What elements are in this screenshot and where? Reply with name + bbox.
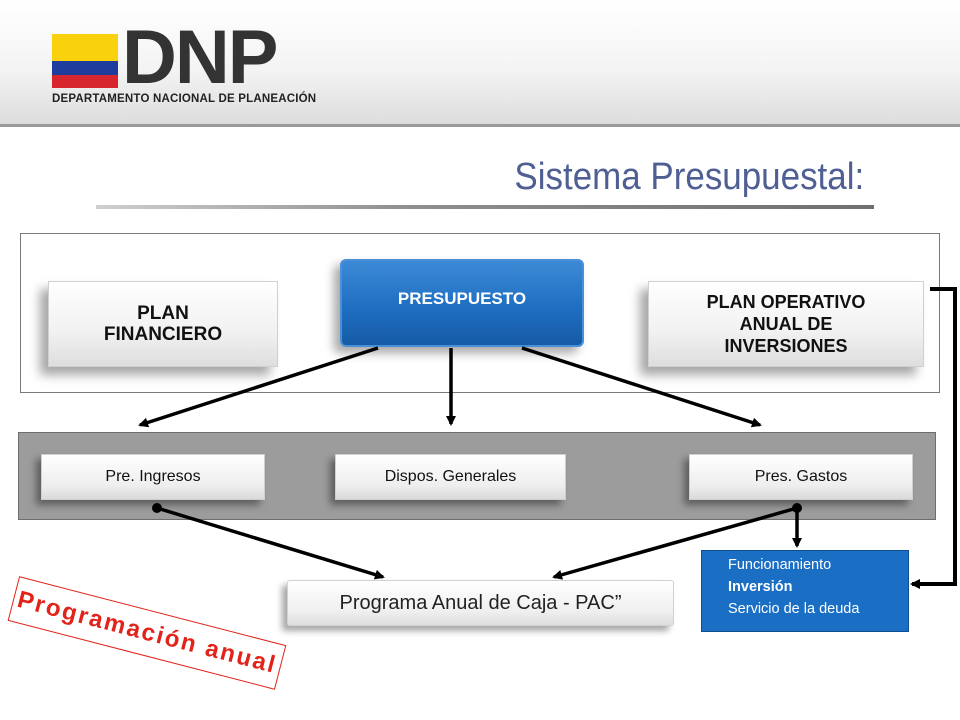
detail-servicio-deuda: Servicio de la deuda (728, 601, 860, 617)
plan-operativo-line-2: ANUAL DE (739, 314, 833, 334)
flag-blue-stripe (52, 61, 118, 75)
presupuesto-box: PRESUPUESTO (340, 259, 584, 347)
logo-text: DNP (122, 15, 278, 100)
plan-operativo-line-1: PLAN OPERATIVO (706, 292, 866, 312)
pres-gastos-box: Pres. Gastos (689, 454, 913, 500)
colombia-flag-logo (52, 34, 118, 88)
plan-financiero-line-2: FINANCIERO (103, 324, 223, 345)
plan-operativo-line-3: INVERSIONES (724, 336, 848, 356)
dispos-generales-box: Dispos. Generales (335, 454, 566, 500)
pac-box: Programa Anual de Caja - PAC” (287, 580, 674, 626)
title-underline (96, 205, 874, 209)
gastos-detail-box: Funcionamiento Inversión Servicio de la … (701, 550, 909, 632)
pre-ingresos-box: Pre. Ingresos (41, 454, 265, 500)
programacion-anual-stamp: Programación anual (7, 576, 287, 690)
plan-financiero-box: PLAN FINANCIERO (48, 281, 278, 367)
header-divider (0, 124, 960, 127)
plan-financiero-line-1: PLAN (137, 303, 189, 324)
flag-red-stripe (52, 75, 118, 88)
page-title: Sistema Presupuestal: (514, 156, 864, 198)
logo-subtitle: DEPARTAMENTO NACIONAL DE PLANEACIÓN (52, 93, 317, 105)
detail-funcionamiento: Funcionamiento (728, 557, 832, 573)
header (0, 0, 960, 126)
plan-operativo-box: PLAN OPERATIVO ANUAL DE INVERSIONES (648, 281, 924, 367)
flag-yellow-stripe (52, 34, 118, 61)
detail-inversion: Inversión (728, 579, 793, 595)
